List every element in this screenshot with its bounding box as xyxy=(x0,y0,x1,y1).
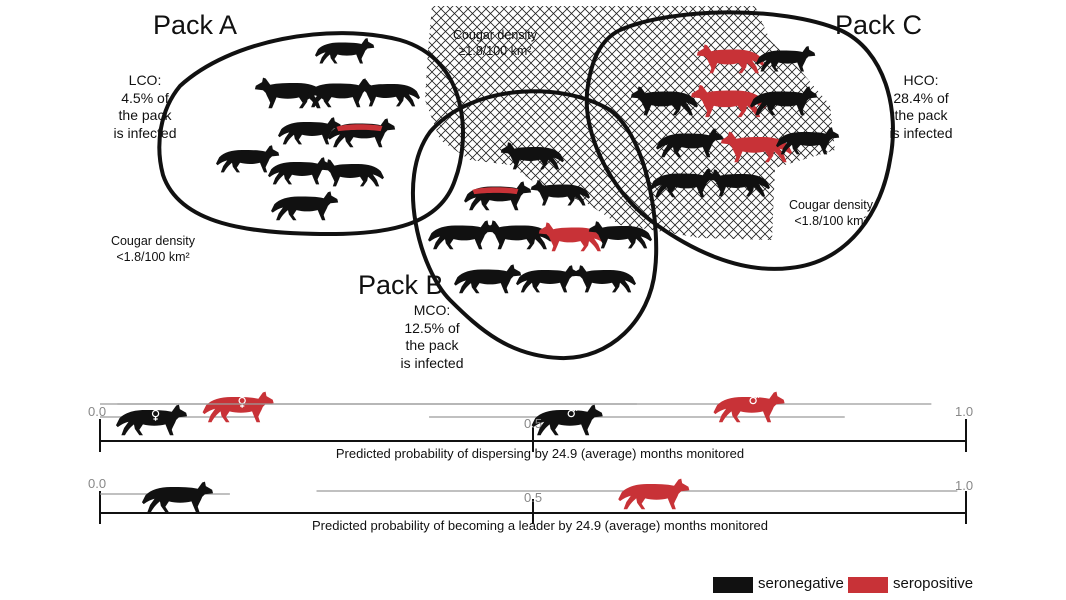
cougar-density-high-label: Cougar density ≥1.8/100 km² xyxy=(440,28,550,59)
wolf-seronegative xyxy=(278,117,342,145)
axis-group-0 xyxy=(99,391,967,452)
pack-c-info-line: 28.4% of xyxy=(893,89,949,106)
leader-tick-0: 0.0 xyxy=(88,476,107,491)
pack-c-info-line: the pack xyxy=(894,107,948,123)
pack-c-title: Pack C xyxy=(835,10,923,40)
wolf-seronegative xyxy=(315,38,375,64)
pack-b-info-line: 12.5% of xyxy=(404,319,460,336)
dispersal-tick-1: 1.0 xyxy=(955,404,974,419)
marker-seronegative-wolf xyxy=(531,404,603,436)
marker-seropositive-wolf xyxy=(618,478,690,510)
wolf-population xyxy=(216,38,840,294)
cougar-line: Cougar density xyxy=(452,28,538,42)
legend-seronegative-label: seronegative xyxy=(758,575,844,592)
male-symbol-icon xyxy=(749,394,760,405)
dispersal-tick-05: 0.5 xyxy=(524,416,543,431)
cougar-line: Cougar density xyxy=(788,198,874,212)
axis-group-1 xyxy=(99,478,967,524)
marker-seronegative-wolf xyxy=(141,481,214,513)
pack-a-territory xyxy=(157,31,465,237)
pack-a-infection-note: LCO: 4.5% of the pack is infected xyxy=(90,72,200,142)
pack-c-info-line: is infected xyxy=(889,124,953,141)
wolf-seronegative xyxy=(216,145,280,173)
pack-a-info-line: is infected xyxy=(113,124,177,141)
leader-axis-label: Predicted probability of becoming a lead… xyxy=(312,518,768,533)
cougar-line: <1.8/100 km² xyxy=(794,213,868,228)
pack-b-territory xyxy=(410,89,659,361)
wolf-seronegative xyxy=(516,265,580,293)
pack-b-info-line: is infected xyxy=(400,354,464,371)
leader-tick-05: 0.5 xyxy=(524,490,543,505)
male-symbol-icon xyxy=(567,407,578,418)
cougar-density-low-right-label: Cougar density <1.8/100 km² xyxy=(776,198,886,229)
pack-b-infection-note: MCO: 12.5% of the pack is infected xyxy=(372,302,492,372)
cougar-line: ≥1.8/100 km² xyxy=(458,43,532,58)
legend-seropositive-swatch xyxy=(848,577,888,593)
female-symbol-icon xyxy=(151,409,160,421)
wolf-seronegative xyxy=(356,79,420,107)
pack-a-info-line: LCO: xyxy=(128,72,162,88)
pack-c-info-line: HCO: xyxy=(903,72,939,88)
dispersal-tick-0: 0.0 xyxy=(88,404,107,419)
wolf-seronegative xyxy=(306,78,374,108)
pack-b-title: Pack B xyxy=(358,270,444,300)
wolf-infection-patch xyxy=(472,187,519,195)
legend-seropositive-label: seropositive xyxy=(893,575,974,592)
cougar-line: Cougar density xyxy=(110,234,196,248)
dispersal-axis-label: Predicted probability of dispersing by 2… xyxy=(335,446,745,461)
probability-axes xyxy=(99,391,967,524)
pack-c-infection-note: HCO: 28.4% of the pack is infected xyxy=(866,72,976,142)
wolf-seronegative xyxy=(328,118,396,148)
leader-tick-1: 1.0 xyxy=(955,478,974,493)
pack-a-info-line: 4.5% of xyxy=(121,89,169,106)
legend-seronegative-swatch xyxy=(713,577,753,593)
wolf-seronegative xyxy=(454,264,522,294)
marker-seropositive-wolf xyxy=(713,391,785,423)
wolf-seronegative xyxy=(320,159,384,187)
wolf-infection-patch xyxy=(336,124,383,132)
wolf-seronegative xyxy=(484,220,552,250)
pack-b-info-line: the pack xyxy=(405,337,459,353)
marker-seronegative-wolf xyxy=(115,404,188,436)
wolf-seronegative xyxy=(572,265,636,293)
wolf-seronegative xyxy=(464,181,532,211)
cougar-line: <1.8/100 km² xyxy=(116,249,190,264)
cougar-density-low-left-label: Cougar density <1.8/100 km² xyxy=(98,234,208,265)
pack-a-title: Pack A xyxy=(153,10,238,40)
pack-a-info-line: the pack xyxy=(118,107,172,123)
wolf-seronegative xyxy=(268,157,332,185)
wolf-seronegative xyxy=(271,191,339,221)
pack-b-info-line: MCO: xyxy=(413,302,451,318)
pack-c-territory xyxy=(584,10,895,271)
wolf-seronegative xyxy=(428,220,496,250)
